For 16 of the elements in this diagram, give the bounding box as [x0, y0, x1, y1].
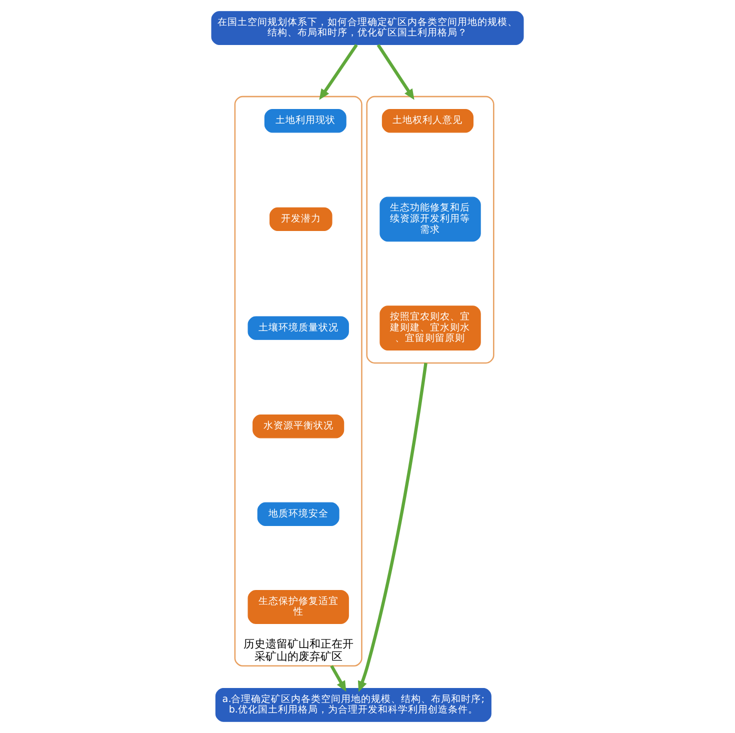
- node-box: 生态功能修复和后续资源开发利用等需求: [380, 196, 481, 242]
- arrow: [330, 665, 346, 692]
- node-box: 在国土空间规划体系下，如何合理确定矿区内各类空间用地的规模、结构、布局和时序，优化矿区国土利用格局？: [211, 11, 524, 46]
- node-box: 土地利用现状: [264, 109, 346, 133]
- node-box: 土壤环境质量状况: [248, 316, 349, 340]
- node-box: 土地权利人意见: [382, 109, 474, 133]
- node-box: 开发潜力: [270, 207, 332, 232]
- arrow: [376, 44, 414, 100]
- node-box: 地质环境安全: [257, 502, 340, 526]
- arrow: [319, 44, 358, 100]
- node-box: a.合理确定矿区内各类空间用地的规模、结构、布局和时序; b.优化国土利用格局，为合理开发和科学利用创造条件。: [215, 688, 492, 722]
- cluster: [366, 96, 494, 364]
- arrow: [358, 362, 428, 692]
- node-box: 生态保护修复适宜性: [248, 590, 349, 624]
- node-box: 水资源平衡状况: [252, 414, 344, 438]
- node-box: 按照宜农则农、宜建则建、宜水则水、宜留则留原则: [380, 306, 481, 350]
